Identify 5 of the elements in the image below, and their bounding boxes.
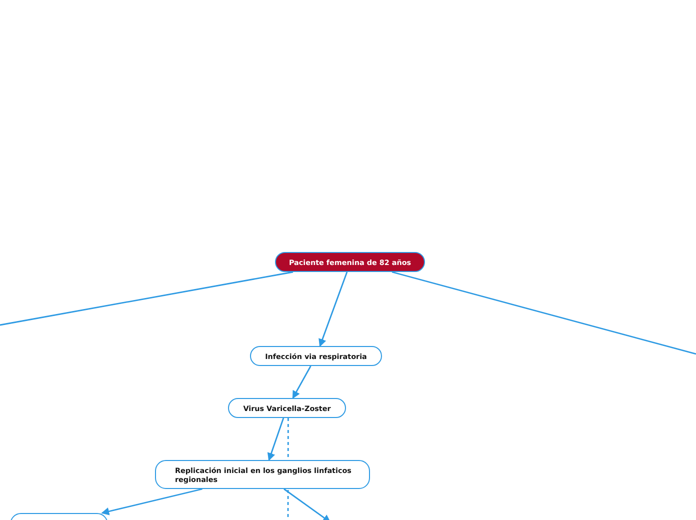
- arrow: [292, 366, 312, 399]
- arrow: [267, 418, 284, 461]
- arrow: [101, 488, 202, 516]
- arrow: [318, 272, 348, 347]
- arrow: [284, 488, 331, 520]
